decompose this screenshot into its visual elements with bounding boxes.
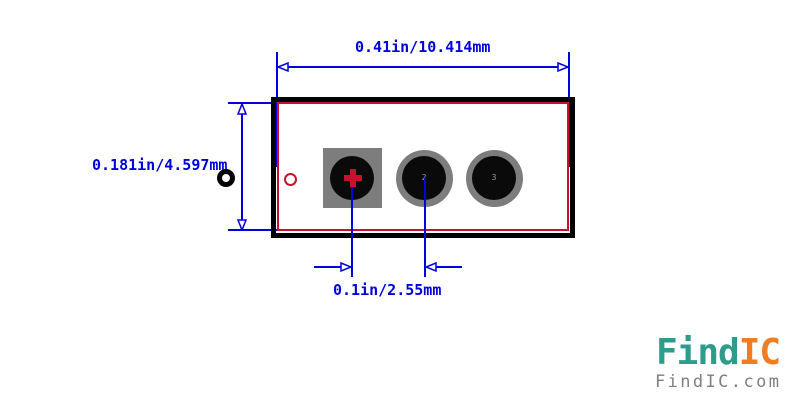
arrowhead-up-icon (237, 103, 247, 115)
dimension-height-label: 0.181in/4.597mm (92, 156, 228, 174)
component-silkscreen-rect (277, 102, 569, 231)
pitch-leader-right (427, 266, 462, 268)
logo-ic-text: IC (738, 332, 781, 373)
arrowhead-right-icon (557, 62, 569, 72)
arrowhead-left-icon (425, 262, 437, 272)
pitch-witness-line-2 (424, 178, 426, 277)
arrowhead-left-icon (277, 62, 289, 72)
pin1-silkscreen-circle (284, 173, 297, 186)
extension-line-bottom (228, 229, 278, 231)
extension-line-top (228, 102, 278, 104)
dimension-width-line (277, 66, 569, 68)
dimension-height-line (241, 104, 243, 230)
findic-logo[interactable]: FindIC (656, 335, 781, 372)
extension-line-right (568, 52, 570, 167)
findic-website-text[interactable]: FindIC.com (655, 372, 782, 392)
origin-donut-icon (217, 169, 235, 187)
pad-3-hole: 3 (472, 156, 516, 200)
pad-2-number: 2 (422, 174, 427, 182)
dimension-pitch-label: 0.1in/2.55mm (333, 281, 442, 299)
dimension-width-label: 0.41in/10.414mm (355, 38, 491, 56)
arrowhead-down-icon (237, 219, 247, 231)
component-body-outline (271, 97, 575, 238)
pitch-witness-line-1 (351, 181, 353, 277)
pitch-leader-left (314, 266, 351, 268)
logo-find-text: Find (656, 332, 740, 373)
pin1-cross-icon (350, 169, 356, 187)
arrowhead-right-icon (340, 262, 352, 272)
pad-3-number: 3 (491, 173, 497, 182)
